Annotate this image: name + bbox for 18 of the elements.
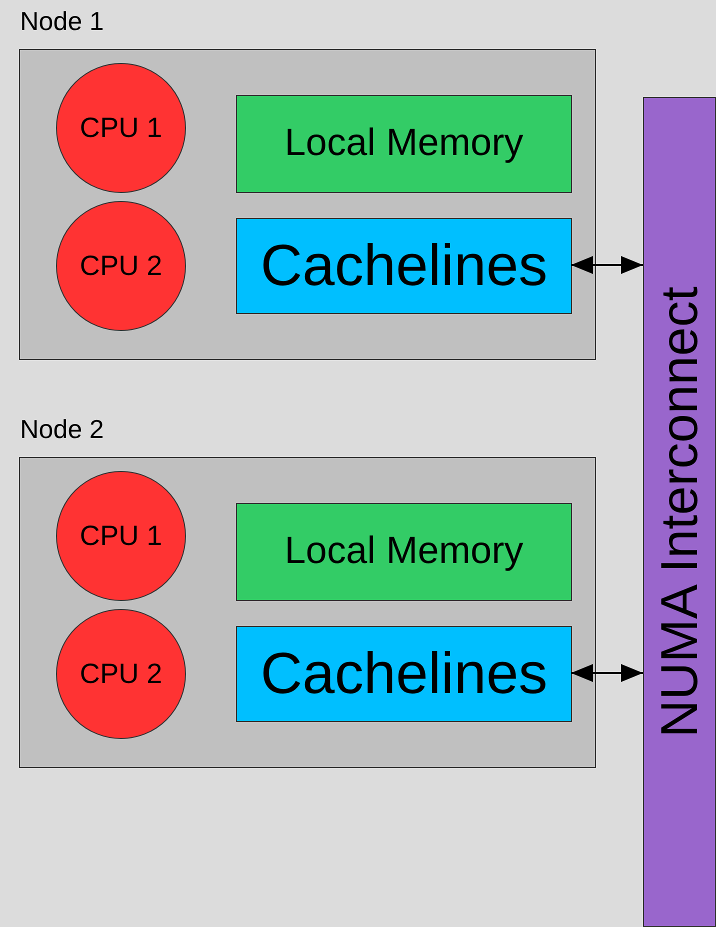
cache-box xyxy=(236,218,572,314)
cpu-label: CPU 1 xyxy=(80,112,162,144)
memory-label: Local Memory xyxy=(284,531,524,573)
node-heading: Node 1 xyxy=(20,5,104,37)
interconnect-label: NUMA Interconnect xyxy=(654,286,706,738)
double-arrow xyxy=(571,256,643,274)
cache-box xyxy=(236,626,572,722)
cpu-label: CPU 2 xyxy=(80,250,162,282)
cache-label: Cachelines xyxy=(260,234,548,298)
cache-label: Cachelines xyxy=(260,642,548,706)
memory-box xyxy=(236,95,572,193)
double-arrow xyxy=(571,664,643,682)
interconnect-bar xyxy=(643,97,716,927)
memory-label: Local Memory xyxy=(284,123,524,165)
memory-box xyxy=(236,503,572,601)
node-heading: Node 2 xyxy=(20,413,104,445)
cpu-label: CPU 2 xyxy=(80,658,162,690)
cpu-label: CPU 1 xyxy=(80,520,162,552)
